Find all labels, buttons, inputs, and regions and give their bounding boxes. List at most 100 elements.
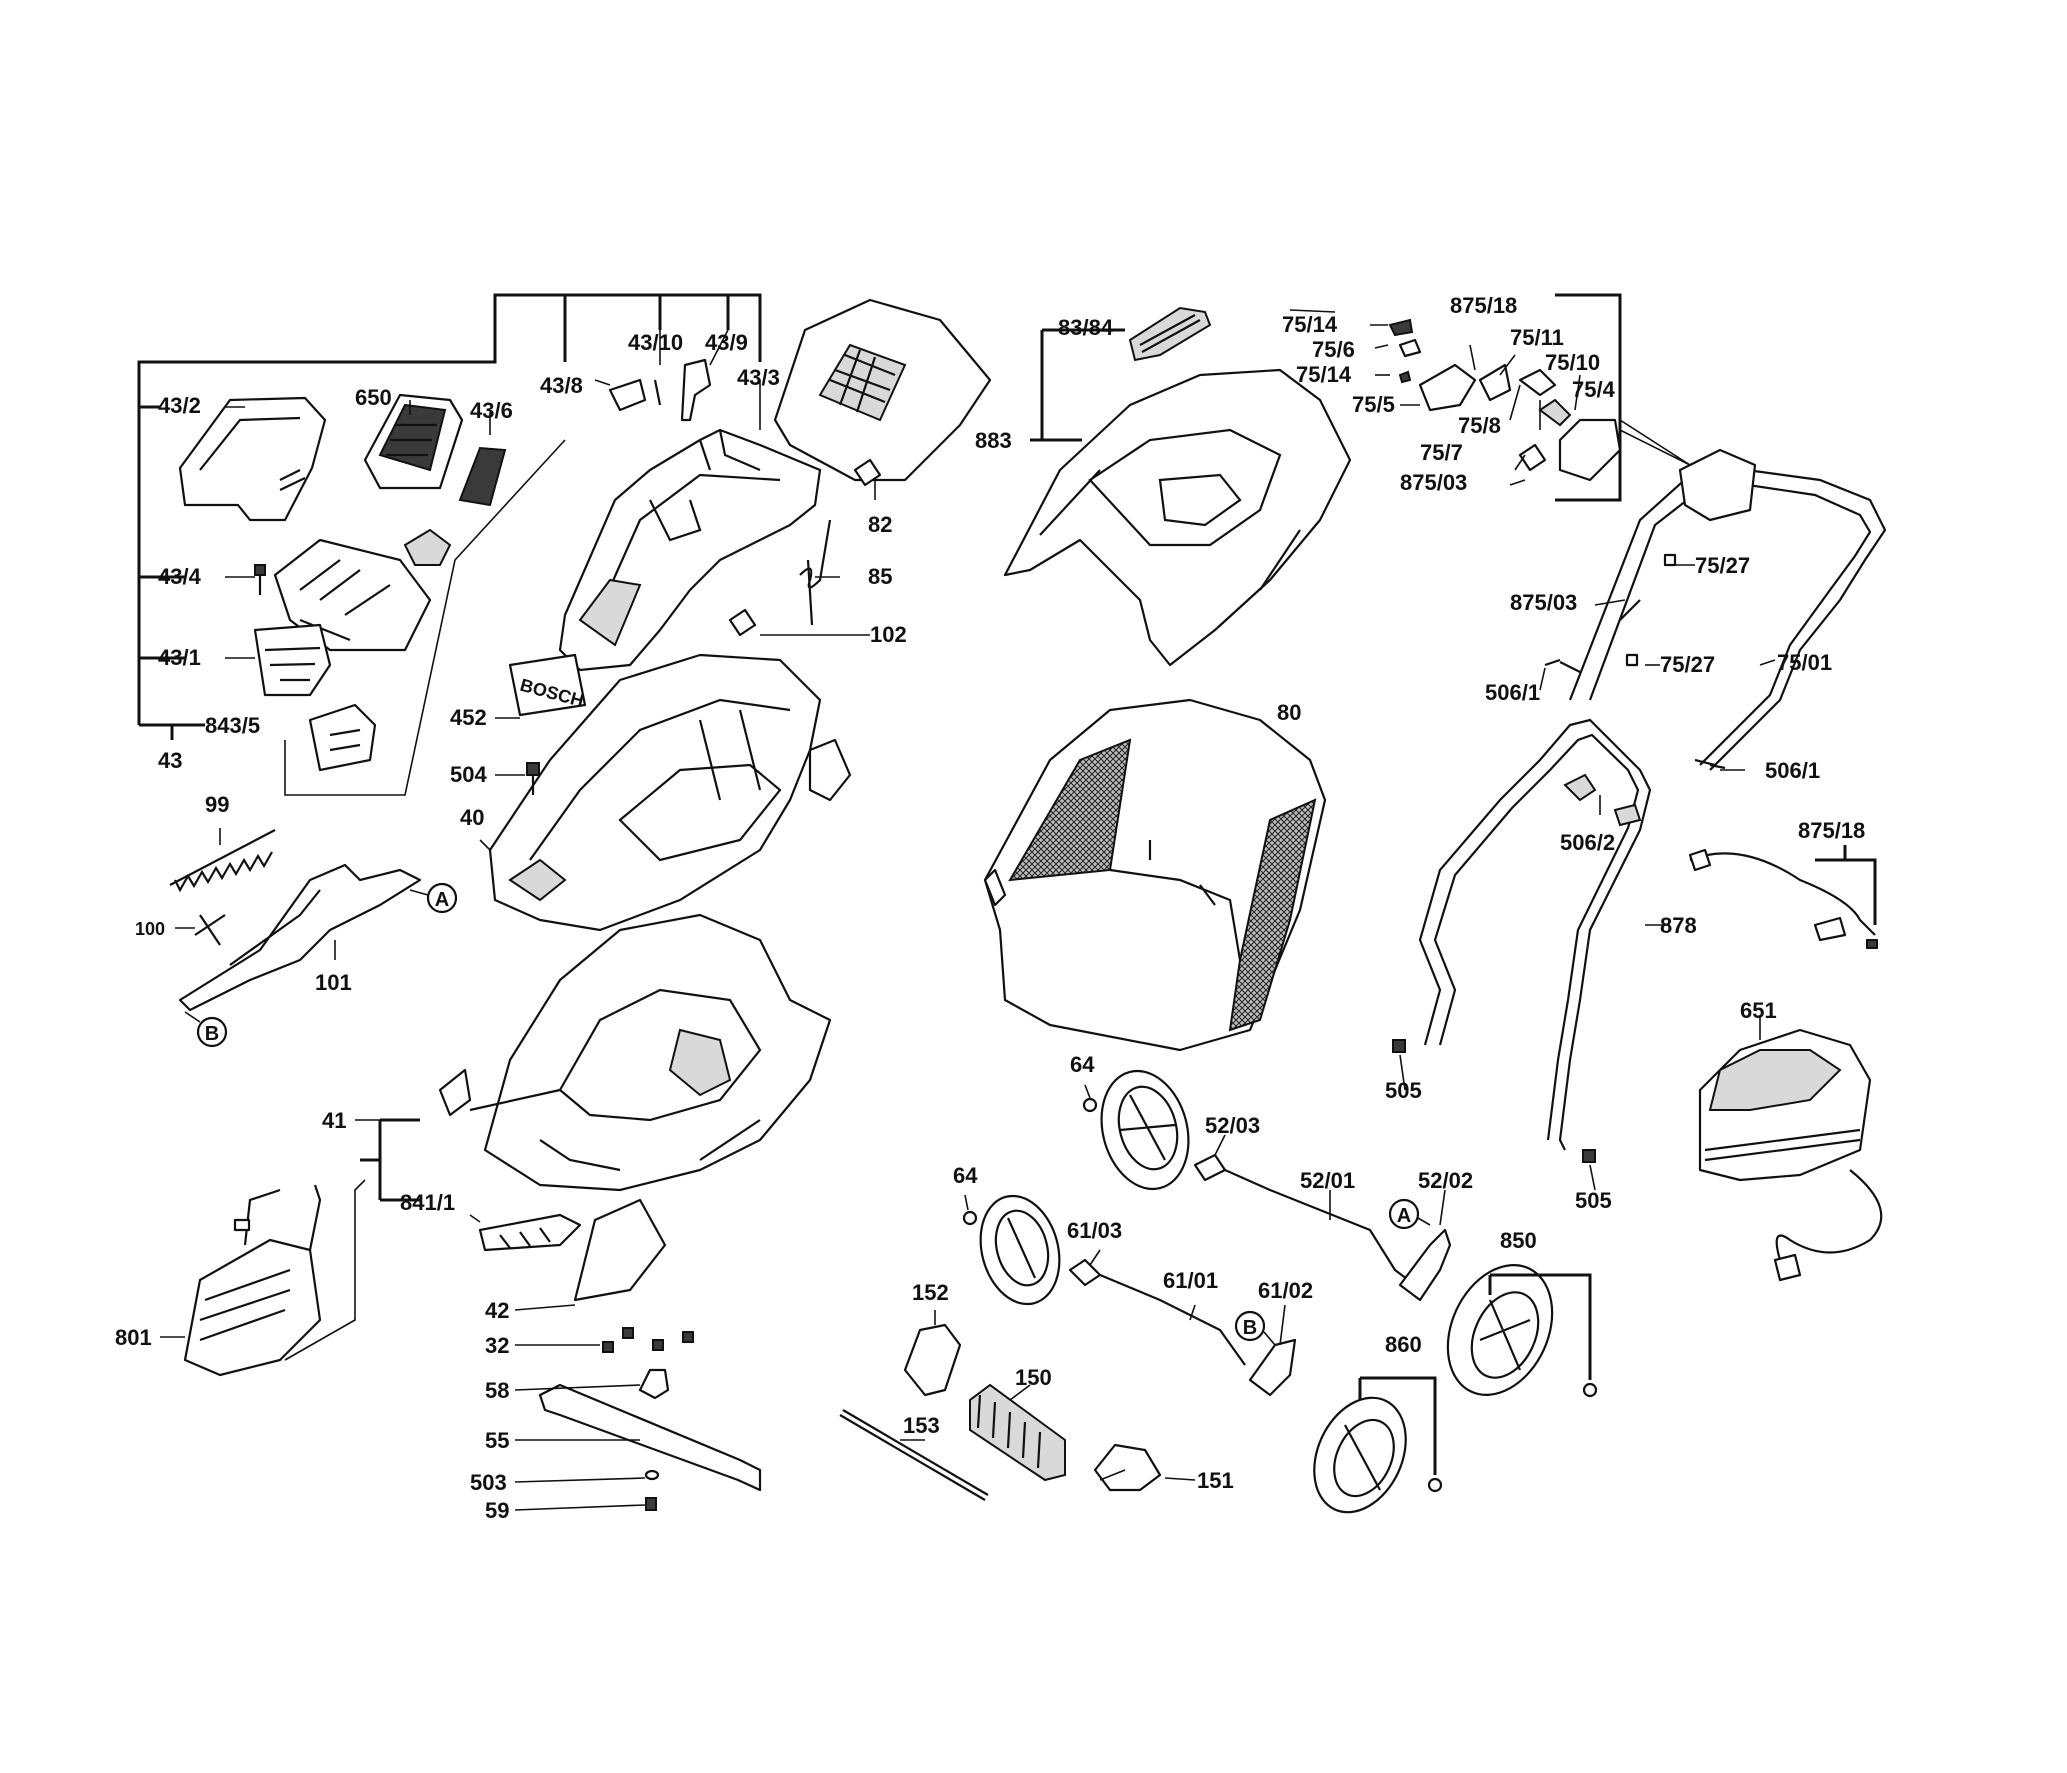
spring-99 (169, 829, 276, 893)
label-875-03a: 875/03 (1400, 470, 1467, 495)
label-43-1: 43/1 (158, 645, 201, 670)
lower-handle-878 (1418, 718, 1652, 1151)
axle-52-01 (1193, 1153, 1416, 1286)
bolt-59 (645, 1497, 657, 1511)
grassbox-handle-83-84 (1128, 306, 1212, 362)
label-32: 32 (485, 1333, 509, 1358)
deflector-841-1 (478, 1213, 582, 1252)
bracket-52-02 (1398, 1228, 1452, 1302)
screw-504 (526, 762, 540, 795)
label-43-3: 43/3 (737, 365, 780, 390)
screw-506-1b (1694, 758, 1726, 770)
label-40: 40 (460, 805, 484, 830)
label-801: 801 (115, 1325, 152, 1350)
leader-lines (160, 309, 1776, 1511)
grass-basket-80 (983, 698, 1327, 1052)
label-101: 101 (315, 970, 352, 995)
washer-64b (962, 1210, 978, 1226)
marker-b-left: B (184, 1011, 228, 1048)
washer-503 (644, 1469, 660, 1481)
battery-cover (178, 396, 327, 522)
handle-controls-bracket (1555, 293, 1691, 502)
screw-43-4 (254, 564, 266, 595)
knob-506-2 (1563, 773, 1642, 827)
switch-cluster (1388, 318, 1622, 482)
label-75-7: 75/7 (1420, 440, 1463, 465)
label-150: 150 (1015, 1365, 1052, 1390)
label-83-84: 83/84 (1058, 315, 1114, 340)
battery-connector-part (458, 446, 507, 507)
label-61-01: 61/01 (1163, 1268, 1218, 1293)
part-102 (728, 608, 757, 637)
label-75-11: 75/11 (1510, 325, 1564, 350)
label-82: 82 (868, 512, 892, 537)
marker-b-right-text: B (1243, 1317, 1257, 1339)
label-75-27b: 75/27 (1660, 652, 1715, 677)
battery-assembly-bracket (137, 293, 762, 740)
grassbox-bracket (1030, 328, 1125, 442)
adjust-lever-101 (178, 863, 422, 1012)
screw-505a (1392, 1039, 1406, 1053)
roller-150 (969, 1383, 1066, 1482)
bracket-61-02 (1248, 1338, 1297, 1397)
label-43-2: 43/2 (158, 393, 201, 418)
label-61-02: 61/02 (1258, 1278, 1313, 1303)
label-506-1b: 506/1 (1765, 758, 1820, 783)
label-850: 850 (1500, 1228, 1537, 1253)
label-43-8: 43/8 (540, 373, 583, 398)
blade-55 (538, 1383, 762, 1492)
label-875-03b: 875/03 (1510, 590, 1577, 615)
label-85: 85 (868, 564, 892, 589)
screw-506-1a (1544, 658, 1581, 673)
roller-cap-151 (1093, 1443, 1162, 1492)
label-843-5: 843/5 (205, 713, 260, 738)
wheel-front-upper (1100, 1069, 1190, 1191)
label-650: 650 (355, 385, 392, 410)
switch-43-8 (608, 378, 662, 412)
grassbox-lid-883 (1003, 368, 1352, 667)
marker-b-right: B (1234, 1310, 1276, 1346)
label-43-9: 43/9 (705, 330, 748, 355)
marker-b-left-text: B (205, 1023, 219, 1045)
label-75-01: 75/01 (1777, 650, 1832, 675)
label-75-27a: 75/27 (1695, 553, 1750, 578)
wheel-rear-860 (1313, 1376, 1443, 1514)
label-80: 80 (1277, 700, 1301, 725)
label-42: 42 (485, 1298, 509, 1323)
label-58: 58 (485, 1378, 509, 1403)
main-deck (488, 653, 852, 932)
label-505a: 505 (1385, 1078, 1422, 1103)
lower-deck-bracket (360, 1118, 420, 1202)
wheel-rear-850 (1446, 1264, 1598, 1398)
guard-42 (573, 1198, 667, 1302)
marker-a-left-text: A (435, 889, 449, 911)
label-41: 41 (322, 1108, 346, 1133)
battery-pack (363, 393, 464, 490)
label-75-4: 75/4 (1572, 377, 1616, 402)
battery-clip-843-5 (284, 439, 566, 796)
washer-64a (1082, 1097, 1098, 1113)
label-875-18a: 875/18 (1450, 293, 1517, 318)
marker-a-right: A (1388, 1198, 1431, 1230)
label-452: 452 (450, 705, 487, 730)
label-75-14a: 75/14 (1282, 312, 1338, 337)
label-99: 99 (205, 792, 229, 817)
label-151: 151 (1197, 1468, 1234, 1493)
label-43-10: 43/10 (628, 330, 683, 355)
roller-bracket-152 (903, 1323, 962, 1397)
lower-deck (438, 913, 832, 1192)
clip-100 (194, 914, 226, 946)
label-506-2: 506/2 (1560, 830, 1615, 855)
switch-43-10 (680, 358, 712, 422)
label-61-03: 61/03 (1067, 1218, 1122, 1243)
battery-holder (273, 528, 452, 652)
housing-lid-82 (773, 298, 992, 487)
upper-housing (558, 428, 822, 672)
motor-801 (183, 1179, 366, 1377)
cable-875-18 (1688, 845, 1878, 949)
label-841-1: 841/1 (400, 1190, 455, 1215)
label-52-03: 52/03 (1205, 1113, 1260, 1138)
label-59: 59 (485, 1498, 509, 1523)
